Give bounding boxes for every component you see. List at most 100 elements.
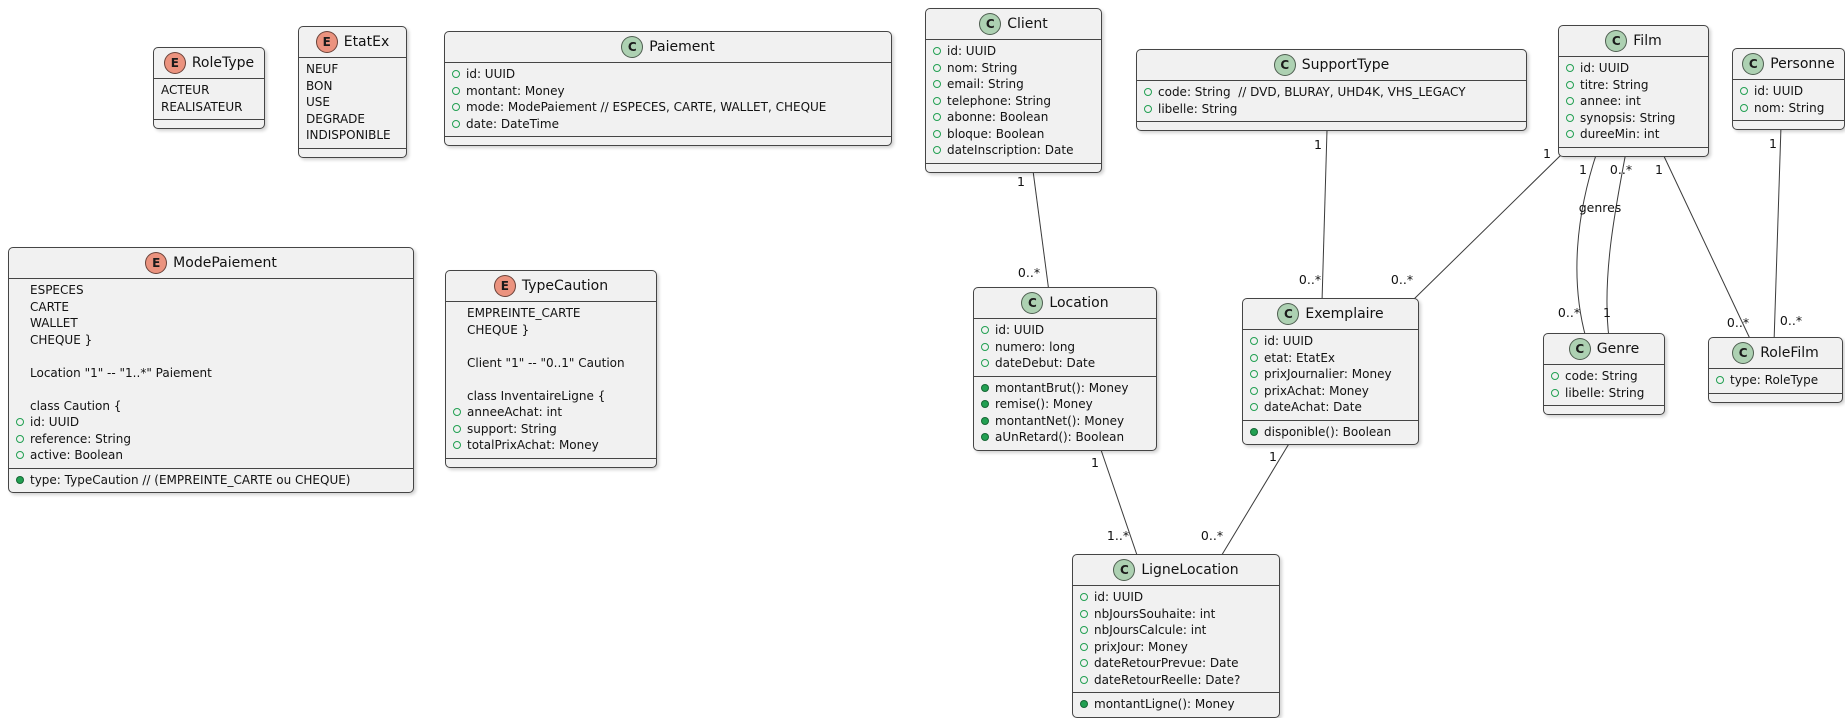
field-visibility-icon (453, 441, 461, 449)
member-text: type: RoleType (1730, 373, 1819, 387)
member-text: prixJour: Money (1094, 639, 1188, 654)
member-row: libelle: String (1544, 385, 1664, 402)
class-name: Location (1049, 295, 1109, 311)
member-row: dateAchat: Date (1243, 399, 1418, 416)
member-text: reference: String (30, 431, 131, 446)
member-text: abonne: Boolean (947, 110, 1049, 124)
member-row: etat: EtatEx (1243, 350, 1418, 367)
edge-film-genre-b (1606, 151, 1627, 339)
member-row: INDISPONIBLE (299, 127, 406, 144)
class-stereotype-icon: C (1742, 53, 1765, 75)
member-row: abonne: Boolean (926, 109, 1101, 126)
multiplicity-label: 0..* (1780, 313, 1802, 328)
edge-film-rolefilm (1661, 151, 1753, 344)
member-row (446, 371, 656, 388)
field-visibility-icon (1250, 370, 1258, 378)
field-visibility-icon (933, 96, 941, 105)
member-row: dateRetourReelle: Date? (1073, 672, 1279, 689)
class-compartment (926, 162, 1101, 172)
member-row: id: UUID (1073, 589, 1279, 606)
member-row: nbJoursSouhaite: int (1073, 606, 1279, 623)
member-text: BON (306, 78, 333, 93)
member-row: montant: Money (445, 83, 891, 100)
enum-stereotype-icon: E (163, 52, 186, 74)
member-text: active: Boolean (30, 448, 123, 462)
member-row: DEGRADE (299, 111, 406, 128)
member-text: email: String (947, 77, 1024, 91)
member-row: BON (299, 78, 406, 95)
member-text: numero: long (995, 339, 1076, 354)
member-row: date: DateTime (445, 116, 891, 133)
edge-exemplaire-lignelocation (1219, 441, 1291, 559)
multiplicity-label: 1 (1091, 455, 1099, 470)
member-row: montantNet(): Money (974, 413, 1156, 430)
class-stereotype-icon: C (1732, 342, 1755, 364)
class-compartment (154, 119, 264, 128)
member-row: nom: String (1733, 100, 1844, 117)
member-text: INDISPONIBLE (306, 128, 391, 142)
member-text: CHEQUE } (30, 332, 93, 347)
method-visibility-icon (981, 383, 989, 392)
field-visibility-icon (933, 63, 941, 72)
field-visibility-icon (1080, 626, 1088, 634)
member-text: synopsis: String (1580, 110, 1676, 125)
field-visibility-icon (1566, 97, 1574, 105)
multiplicity-label: 1 (1543, 146, 1551, 161)
member-text: code: String (1565, 369, 1638, 383)
class-compartment (1709, 392, 1842, 402)
member-text: class Caution { (30, 398, 122, 413)
member-row: active: Boolean (9, 447, 413, 464)
class-stereotype-icon: C (1277, 303, 1300, 325)
field-visibility-icon (933, 80, 941, 88)
class-stereotype-icon: C (1273, 54, 1296, 76)
member-row: anneeAchat: int (446, 404, 656, 421)
field-visibility-icon (1144, 88, 1152, 96)
member-text: dateRetourReelle: Date? (1094, 672, 1241, 687)
member-row: class InventaireLigne { (446, 388, 656, 405)
method-visibility-icon (981, 416, 989, 425)
member-text: id: UUID (995, 323, 1045, 337)
field-visibility-icon (1740, 103, 1748, 112)
member-row: code: String (1544, 368, 1664, 385)
multiplicity-label: 0..* (1201, 528, 1223, 543)
field-visibility-icon (1566, 113, 1574, 122)
member-text: id: UUID (1264, 334, 1314, 348)
method-visibility-icon (1250, 427, 1258, 436)
edge-film-exemplaire (1410, 153, 1563, 303)
class-compartment: type: TypeCaution // (EMPREINTE_CARTE ou… (9, 467, 413, 493)
field-visibility-icon (1080, 609, 1088, 618)
edge-location-lignelocation (1098, 443, 1139, 559)
member-row (9, 348, 413, 365)
member-text: USE (306, 95, 330, 109)
class-name: RoleType (191, 55, 255, 71)
member-row: type: RoleType (1709, 372, 1842, 389)
member-text: libelle: String (1158, 101, 1238, 116)
class-name: RoleFilm (1760, 345, 1819, 361)
member-text: NEUF (306, 62, 339, 76)
class-name: Paiement (649, 39, 715, 55)
field-visibility-icon (1250, 337, 1258, 345)
member-row: dateDebut: Date (974, 355, 1156, 372)
member-row: CHEQUE } (446, 322, 656, 339)
field-visibility-icon (16, 434, 24, 443)
field-visibility-icon (1551, 388, 1559, 397)
member-row: reference: String (9, 431, 413, 448)
member-row: libelle: String (1137, 101, 1526, 118)
member-row: montantLigne(): Money (1073, 696, 1279, 713)
